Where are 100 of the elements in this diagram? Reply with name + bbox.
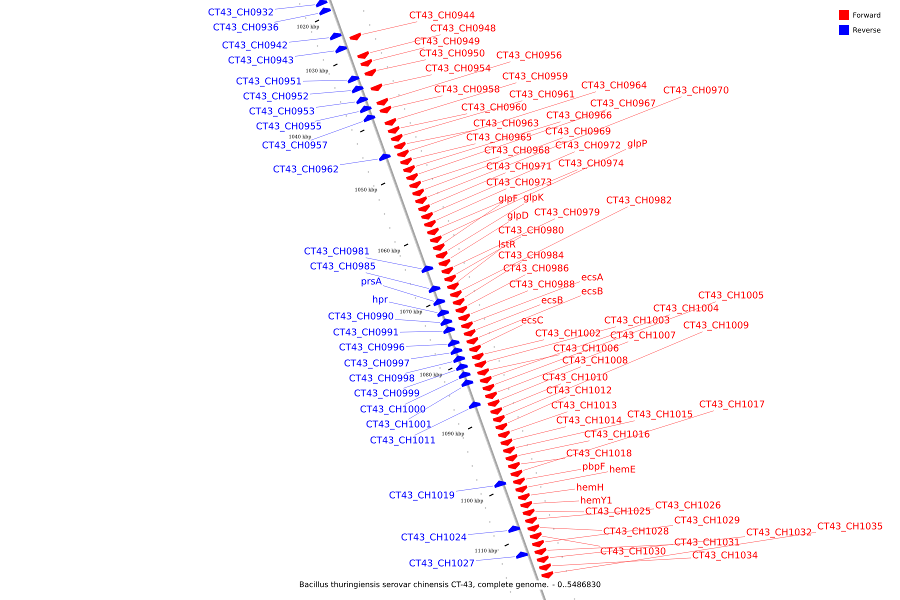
gene-block — [330, 32, 342, 40]
gene-block — [360, 58, 372, 67]
gene-block — [510, 470, 522, 478]
gene-label: CT43_CH0973 — [486, 178, 552, 188]
gene-label: CT43_CH1001 — [366, 420, 431, 430]
gene-block — [520, 500, 532, 508]
gene-block — [376, 98, 388, 106]
gene-label: CT43_CH0954 — [426, 64, 490, 74]
gene-block — [460, 321, 473, 329]
gene-label: CT43_CH1009 — [684, 321, 748, 331]
gene-label: CT43_CH0952 — [244, 92, 308, 102]
gene-block — [468, 402, 481, 410]
gene-block — [357, 51, 370, 59]
gene-block — [444, 274, 456, 282]
gene-block — [450, 348, 463, 356]
leader-line — [550, 536, 746, 558]
gene-block — [522, 508, 535, 516]
gene-label: CT43_CH1007 — [610, 331, 676, 341]
gene-label: CT43_CH0963 — [474, 119, 538, 129]
gene-label: hpr — [373, 296, 388, 304]
gene-label: CT43_CH0961 — [510, 90, 574, 100]
leader-line — [492, 314, 670, 377]
gene-block — [505, 454, 518, 462]
leader-line — [274, 13, 318, 22]
gene-label: CT43_CH1005 — [698, 291, 764, 301]
leader-line — [422, 156, 500, 182]
leader-line — [403, 100, 523, 136]
leader-line — [288, 38, 330, 42]
leader-line — [400, 114, 468, 128]
gene-label: CT43_CH0997 — [344, 359, 409, 369]
leader-line — [542, 536, 600, 546]
gene-label: CT43_CH0971 — [486, 162, 552, 172]
gene-block — [524, 516, 538, 524]
leader-line — [468, 274, 526, 306]
gene-label: CT43_CH0951 — [236, 77, 301, 87]
leader-line — [406, 344, 447, 347]
gene-block — [450, 290, 462, 298]
gene-block — [541, 571, 554, 579]
gene-label: CT43_CH0942 — [222, 41, 287, 51]
gene-block — [516, 551, 528, 559]
leader-line — [310, 121, 363, 140]
gene-block — [455, 306, 468, 314]
leader-line — [405, 362, 452, 374]
gene-label: CT43_CH0991 — [334, 328, 398, 338]
gene-block — [402, 165, 416, 173]
gene-block — [418, 204, 430, 212]
leader-line — [552, 558, 692, 566]
leader-line — [487, 326, 616, 362]
gene-label: CT43_CH1002 — [536, 329, 600, 339]
leader-line — [433, 152, 575, 213]
gene-block — [409, 180, 422, 188]
leader-line — [436, 188, 507, 220]
gene-block — [363, 114, 376, 122]
leader-line — [456, 486, 494, 492]
leader-line — [473, 281, 580, 322]
gene-label: CT43_CH1015 — [628, 410, 692, 420]
gene-label: CT43_CH0972 — [556, 141, 620, 151]
gene-label: CT43_CH1032 — [746, 528, 812, 538]
leader-line — [403, 370, 456, 388]
gene-label: CT43_CH0969 — [546, 127, 610, 137]
gene-block — [538, 563, 552, 571]
leader-line — [370, 34, 441, 53]
leader-line — [397, 82, 517, 120]
gene-block — [532, 540, 544, 548]
gene-block — [352, 86, 364, 94]
gene-block — [536, 556, 549, 563]
gene-block — [348, 76, 360, 84]
leader-line — [494, 302, 716, 384]
leader-line — [408, 388, 462, 420]
gene-label: CT43_CH0990 — [328, 312, 394, 322]
leader-line — [302, 80, 348, 82]
leader-line — [427, 96, 682, 198]
leader-line — [516, 420, 635, 448]
gene-label: CT43_CH1004 — [654, 304, 718, 314]
gene-block — [458, 372, 471, 380]
leader-line — [513, 426, 566, 440]
gene-block — [458, 313, 470, 322]
gene-block — [482, 384, 494, 392]
gene-block — [388, 126, 400, 134]
leader-line — [340, 158, 378, 166]
gene-block — [472, 352, 484, 360]
leader-line — [362, 22, 418, 35]
gene-label: CT43_CH1011 — [370, 436, 435, 446]
gene-label: CT43_CH0953 — [250, 107, 314, 117]
gene-label: CT43_CH1034 — [692, 551, 758, 561]
gene-block — [468, 344, 482, 352]
leader-line — [366, 272, 430, 289]
gene-block — [464, 329, 476, 337]
leader-line — [510, 412, 568, 432]
gene-block — [502, 446, 515, 454]
gene-block — [448, 340, 460, 348]
leader-line — [554, 532, 816, 574]
leader-line — [314, 111, 359, 122]
leader-line — [502, 384, 562, 408]
gene-label: CT43_CH0980 — [498, 226, 564, 236]
leader-line — [481, 324, 523, 345]
leader-line — [377, 60, 426, 71]
gene-label: CT43_CH0982 — [606, 196, 672, 206]
gene-block — [456, 364, 468, 372]
leader-line — [410, 352, 450, 360]
